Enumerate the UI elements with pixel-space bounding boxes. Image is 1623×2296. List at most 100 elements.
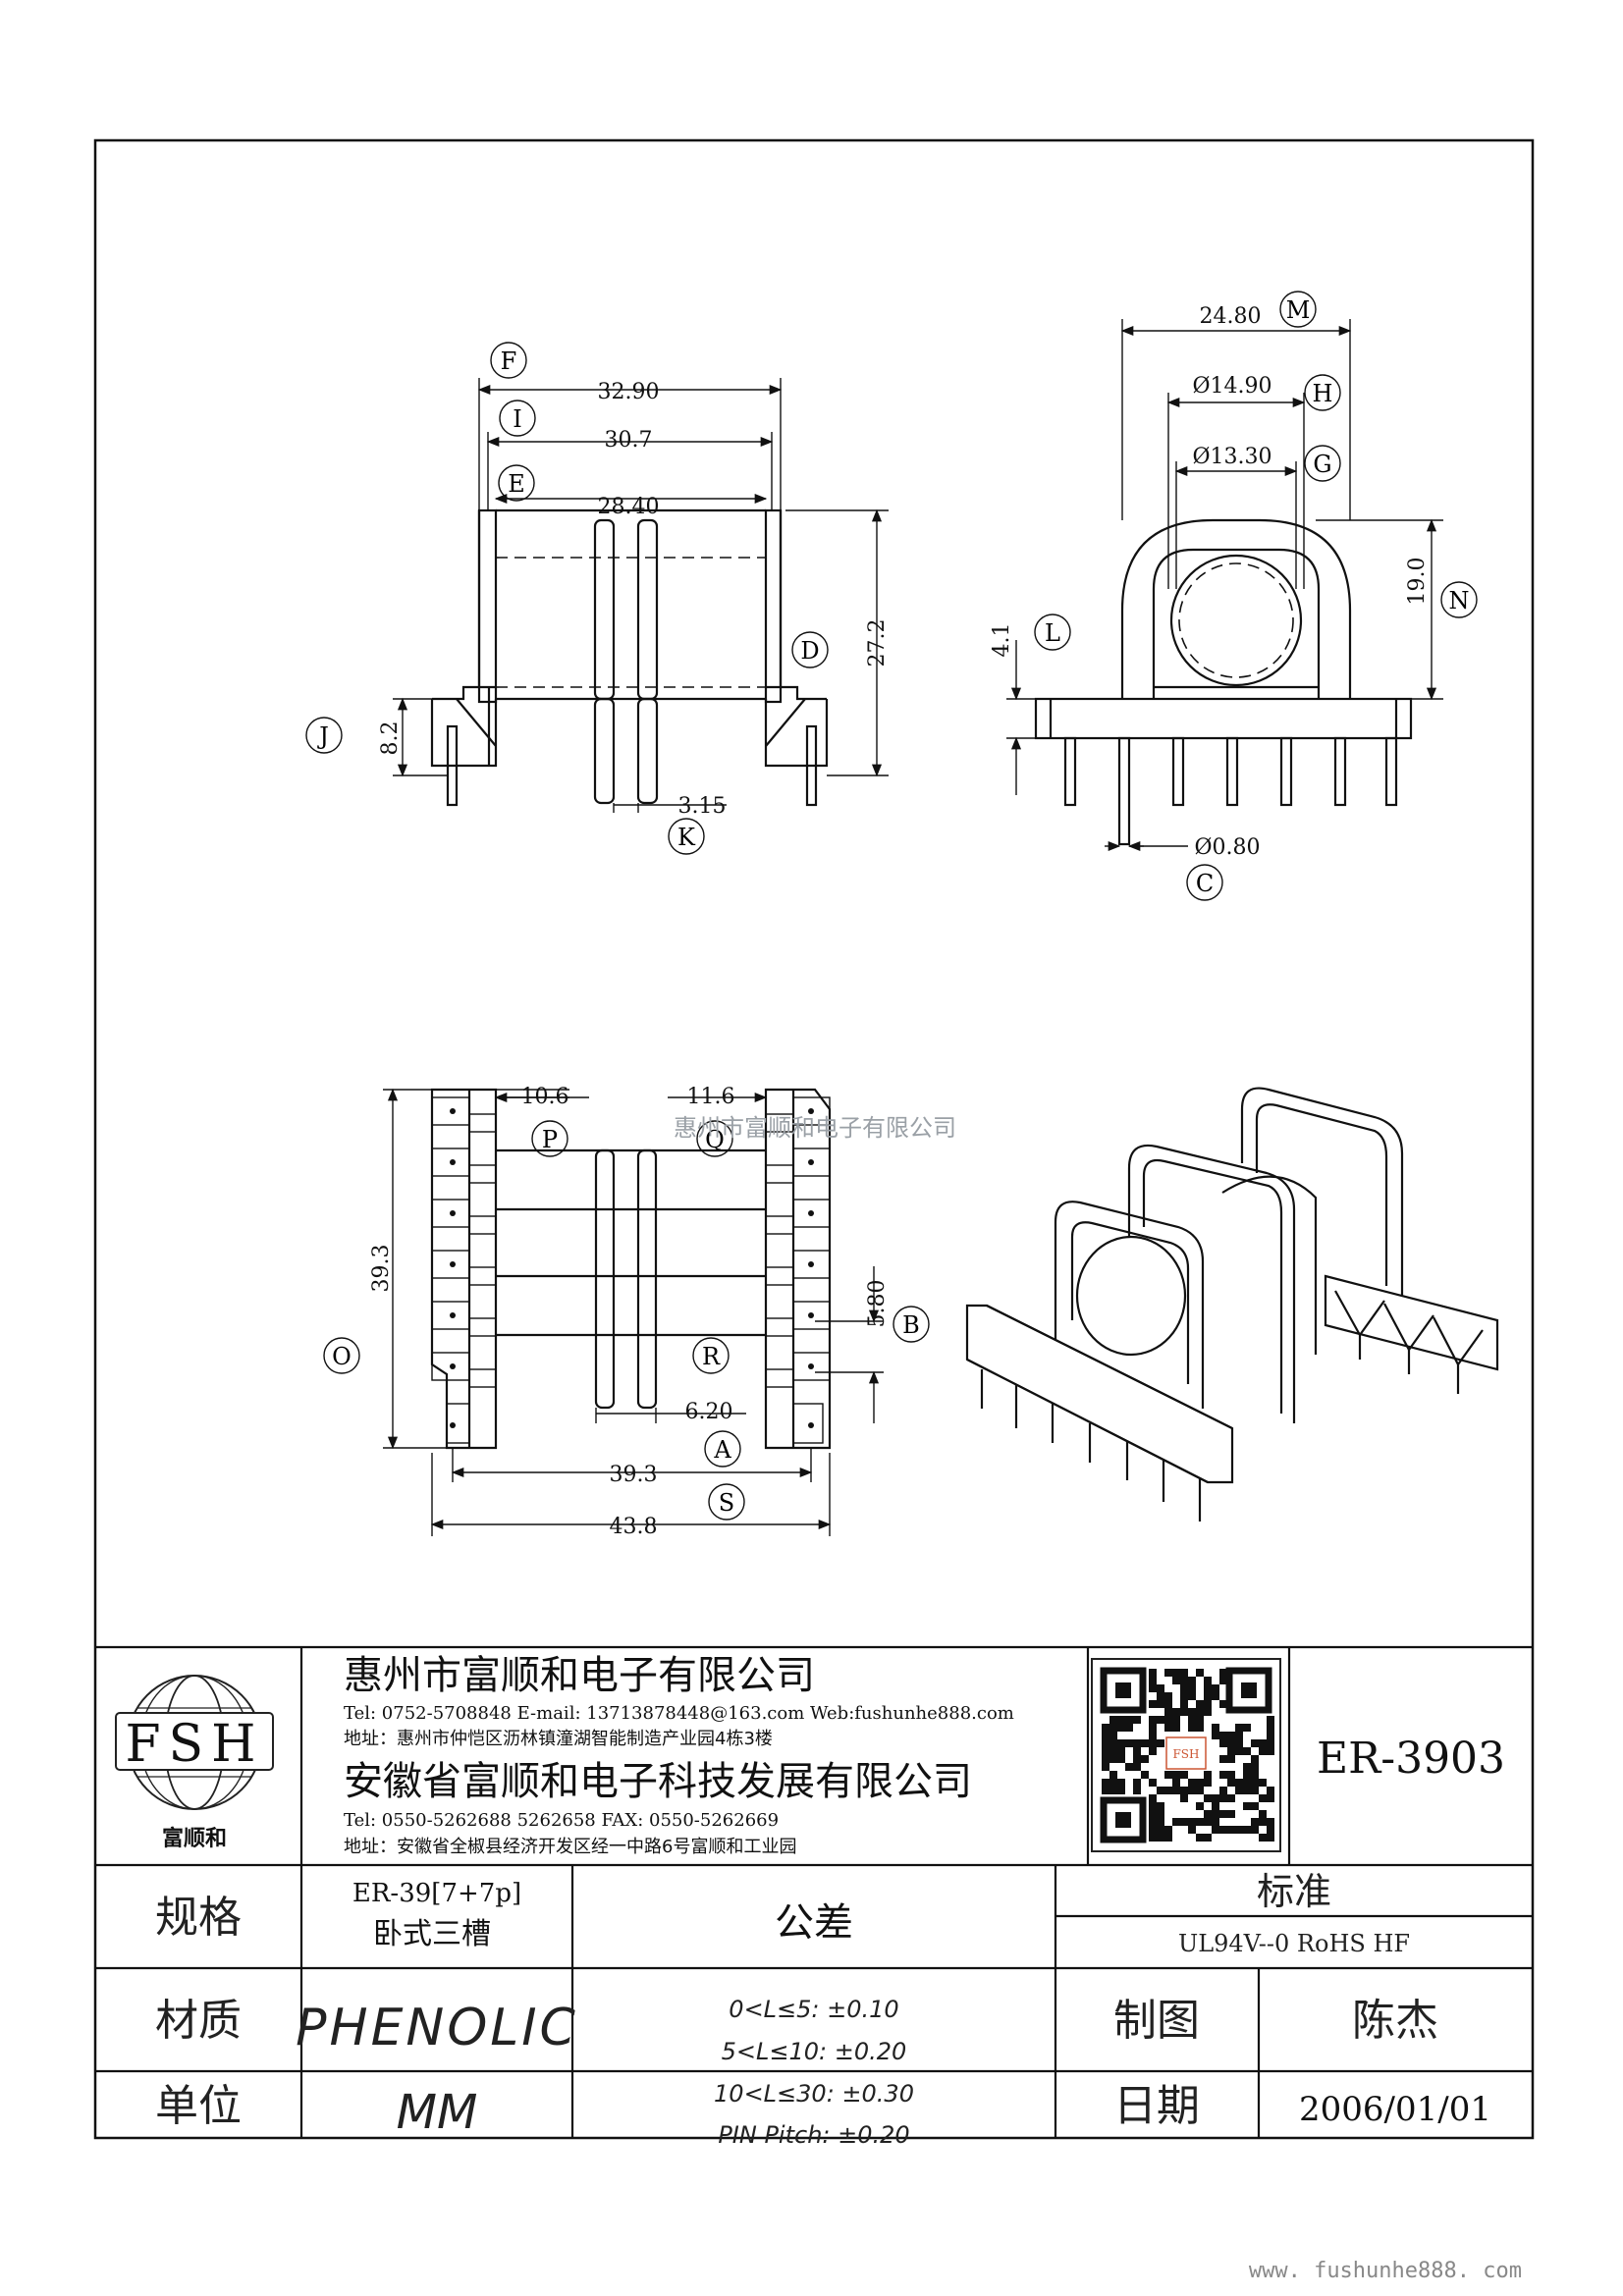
spec-value-1: ER-39[7+7p] — [352, 1879, 521, 1908]
qr-cell — [1219, 1739, 1227, 1747]
qr-cell — [1117, 1724, 1125, 1732]
qr-cell — [1109, 1716, 1117, 1724]
qr-cell — [1102, 1779, 1109, 1787]
qr-cell — [1251, 1826, 1259, 1834]
qr-cell — [1251, 1739, 1259, 1747]
qr-cell — [1251, 1763, 1259, 1771]
qr-cell — [1157, 1810, 1164, 1818]
qr-cell — [1149, 1747, 1157, 1755]
qr-cell — [1243, 1724, 1251, 1732]
label-b: B — [902, 1311, 920, 1339]
company2-contact: Tel: 0550-5262688 5262658 FAX: 0550-5262… — [344, 1810, 779, 1831]
qr-cell — [1133, 1747, 1141, 1755]
qr-cell — [1196, 1716, 1204, 1724]
qr-cell — [1267, 1787, 1274, 1794]
label-l: L — [1045, 619, 1060, 647]
qr-cell — [1196, 1779, 1204, 1787]
qr-cell — [1102, 1787, 1109, 1794]
qr-cell — [1227, 1794, 1235, 1802]
qr-cell — [1125, 1739, 1133, 1747]
qr-cell — [1164, 1692, 1172, 1700]
qr-cell — [1117, 1779, 1125, 1787]
qr-cell — [1164, 1669, 1172, 1677]
qr-cell — [1204, 1692, 1212, 1700]
qr-cell — [1219, 1771, 1227, 1779]
qr-cell — [1267, 1747, 1274, 1755]
fsh-logo: FSH 富顺和 — [115, 1675, 274, 1851]
dim-c: Ø0.80 — [1194, 835, 1260, 860]
qr-cell — [1267, 1794, 1274, 1802]
qr-cell — [1259, 1779, 1267, 1787]
qr-cell — [1164, 1716, 1172, 1724]
qr-cell — [1164, 1724, 1172, 1732]
qr-cell — [1204, 1708, 1212, 1716]
qr-cell — [1172, 1779, 1180, 1787]
qr-cell — [1204, 1794, 1212, 1802]
qr-cell — [1196, 1700, 1204, 1708]
qr-cell — [1172, 1818, 1180, 1826]
qr-cell — [1251, 1755, 1259, 1763]
qr-cell — [1180, 1700, 1188, 1708]
standard-label: 标准 — [1257, 1870, 1331, 1913]
dim-h: Ø14.90 — [1192, 374, 1271, 399]
qr-cell — [1180, 1771, 1188, 1779]
qr-cell — [1188, 1684, 1196, 1692]
dim-g: Ø13.30 — [1192, 445, 1271, 469]
qr-cell — [1180, 1677, 1188, 1684]
qr-cell — [1212, 1818, 1219, 1826]
qr-cell — [1235, 1779, 1243, 1787]
qr-cell — [1117, 1747, 1125, 1755]
qr-cell — [1251, 1787, 1259, 1794]
qr-cell — [1102, 1755, 1109, 1763]
qr-cell — [1109, 1747, 1117, 1755]
dim-b: 5.80 — [865, 1280, 890, 1328]
title-block: FSH 富顺和 惠州市富顺和电子有限公司 Tel: 0752-5708848 E… — [95, 1645, 1533, 2149]
qr-cell — [1204, 1684, 1212, 1692]
qr-cell — [1196, 1708, 1204, 1716]
qr-cell — [1235, 1787, 1243, 1794]
qr-cell — [1102, 1739, 1109, 1747]
qr-cell — [1212, 1724, 1219, 1732]
dim-s: 43.8 — [610, 1515, 658, 1539]
label-d: D — [800, 637, 819, 665]
qr-cell — [1243, 1763, 1251, 1771]
tolerance-1: 5<L≤10: ±0.20 — [722, 2038, 907, 2065]
qr-cell — [1180, 1684, 1188, 1692]
qr-cell — [1243, 1787, 1251, 1794]
label-g: G — [1313, 451, 1331, 478]
qr-cell — [1141, 1771, 1149, 1779]
label-p: P — [542, 1126, 558, 1153]
qr-cell — [1109, 1779, 1117, 1787]
dim-height: 27.2 — [865, 619, 890, 667]
label-a: A — [713, 1436, 731, 1464]
dim-m: 24.80 — [1200, 304, 1262, 329]
qr-cell — [1157, 1716, 1164, 1724]
qr-cell — [1172, 1787, 1180, 1794]
qr-cell — [1251, 1818, 1259, 1826]
qr-cell — [1212, 1826, 1219, 1834]
qr-cell — [1102, 1732, 1109, 1739]
qr-cell — [1133, 1739, 1141, 1747]
qr-cell — [1133, 1763, 1141, 1771]
qr-cell — [1251, 1779, 1259, 1787]
qr-cell — [1188, 1716, 1196, 1724]
qr-cell — [1235, 1724, 1243, 1732]
qr-cell — [1149, 1834, 1157, 1842]
dim-a: 39.3 — [610, 1463, 658, 1487]
qr-cell — [1219, 1755, 1227, 1763]
qr-cell — [1219, 1669, 1227, 1677]
qr-cell — [1204, 1834, 1212, 1842]
company1-name: 惠州市富顺和电子有限公司 — [344, 1653, 815, 1698]
qr-cell — [1235, 1732, 1243, 1739]
qr-cell — [1259, 1794, 1267, 1802]
qr-cell — [1227, 1732, 1235, 1739]
qr-cell — [1235, 1826, 1243, 1834]
label-r: R — [702, 1343, 721, 1370]
qr-caption: FSH — [1172, 1747, 1199, 1761]
qr-cell — [1219, 1826, 1227, 1834]
date-value: 2006/01/01 — [1299, 2090, 1491, 2129]
qr-cell — [1259, 1834, 1267, 1842]
tolerance-0: 0<L≤5: ±0.10 — [729, 1996, 898, 2023]
label-c: C — [1196, 870, 1214, 897]
